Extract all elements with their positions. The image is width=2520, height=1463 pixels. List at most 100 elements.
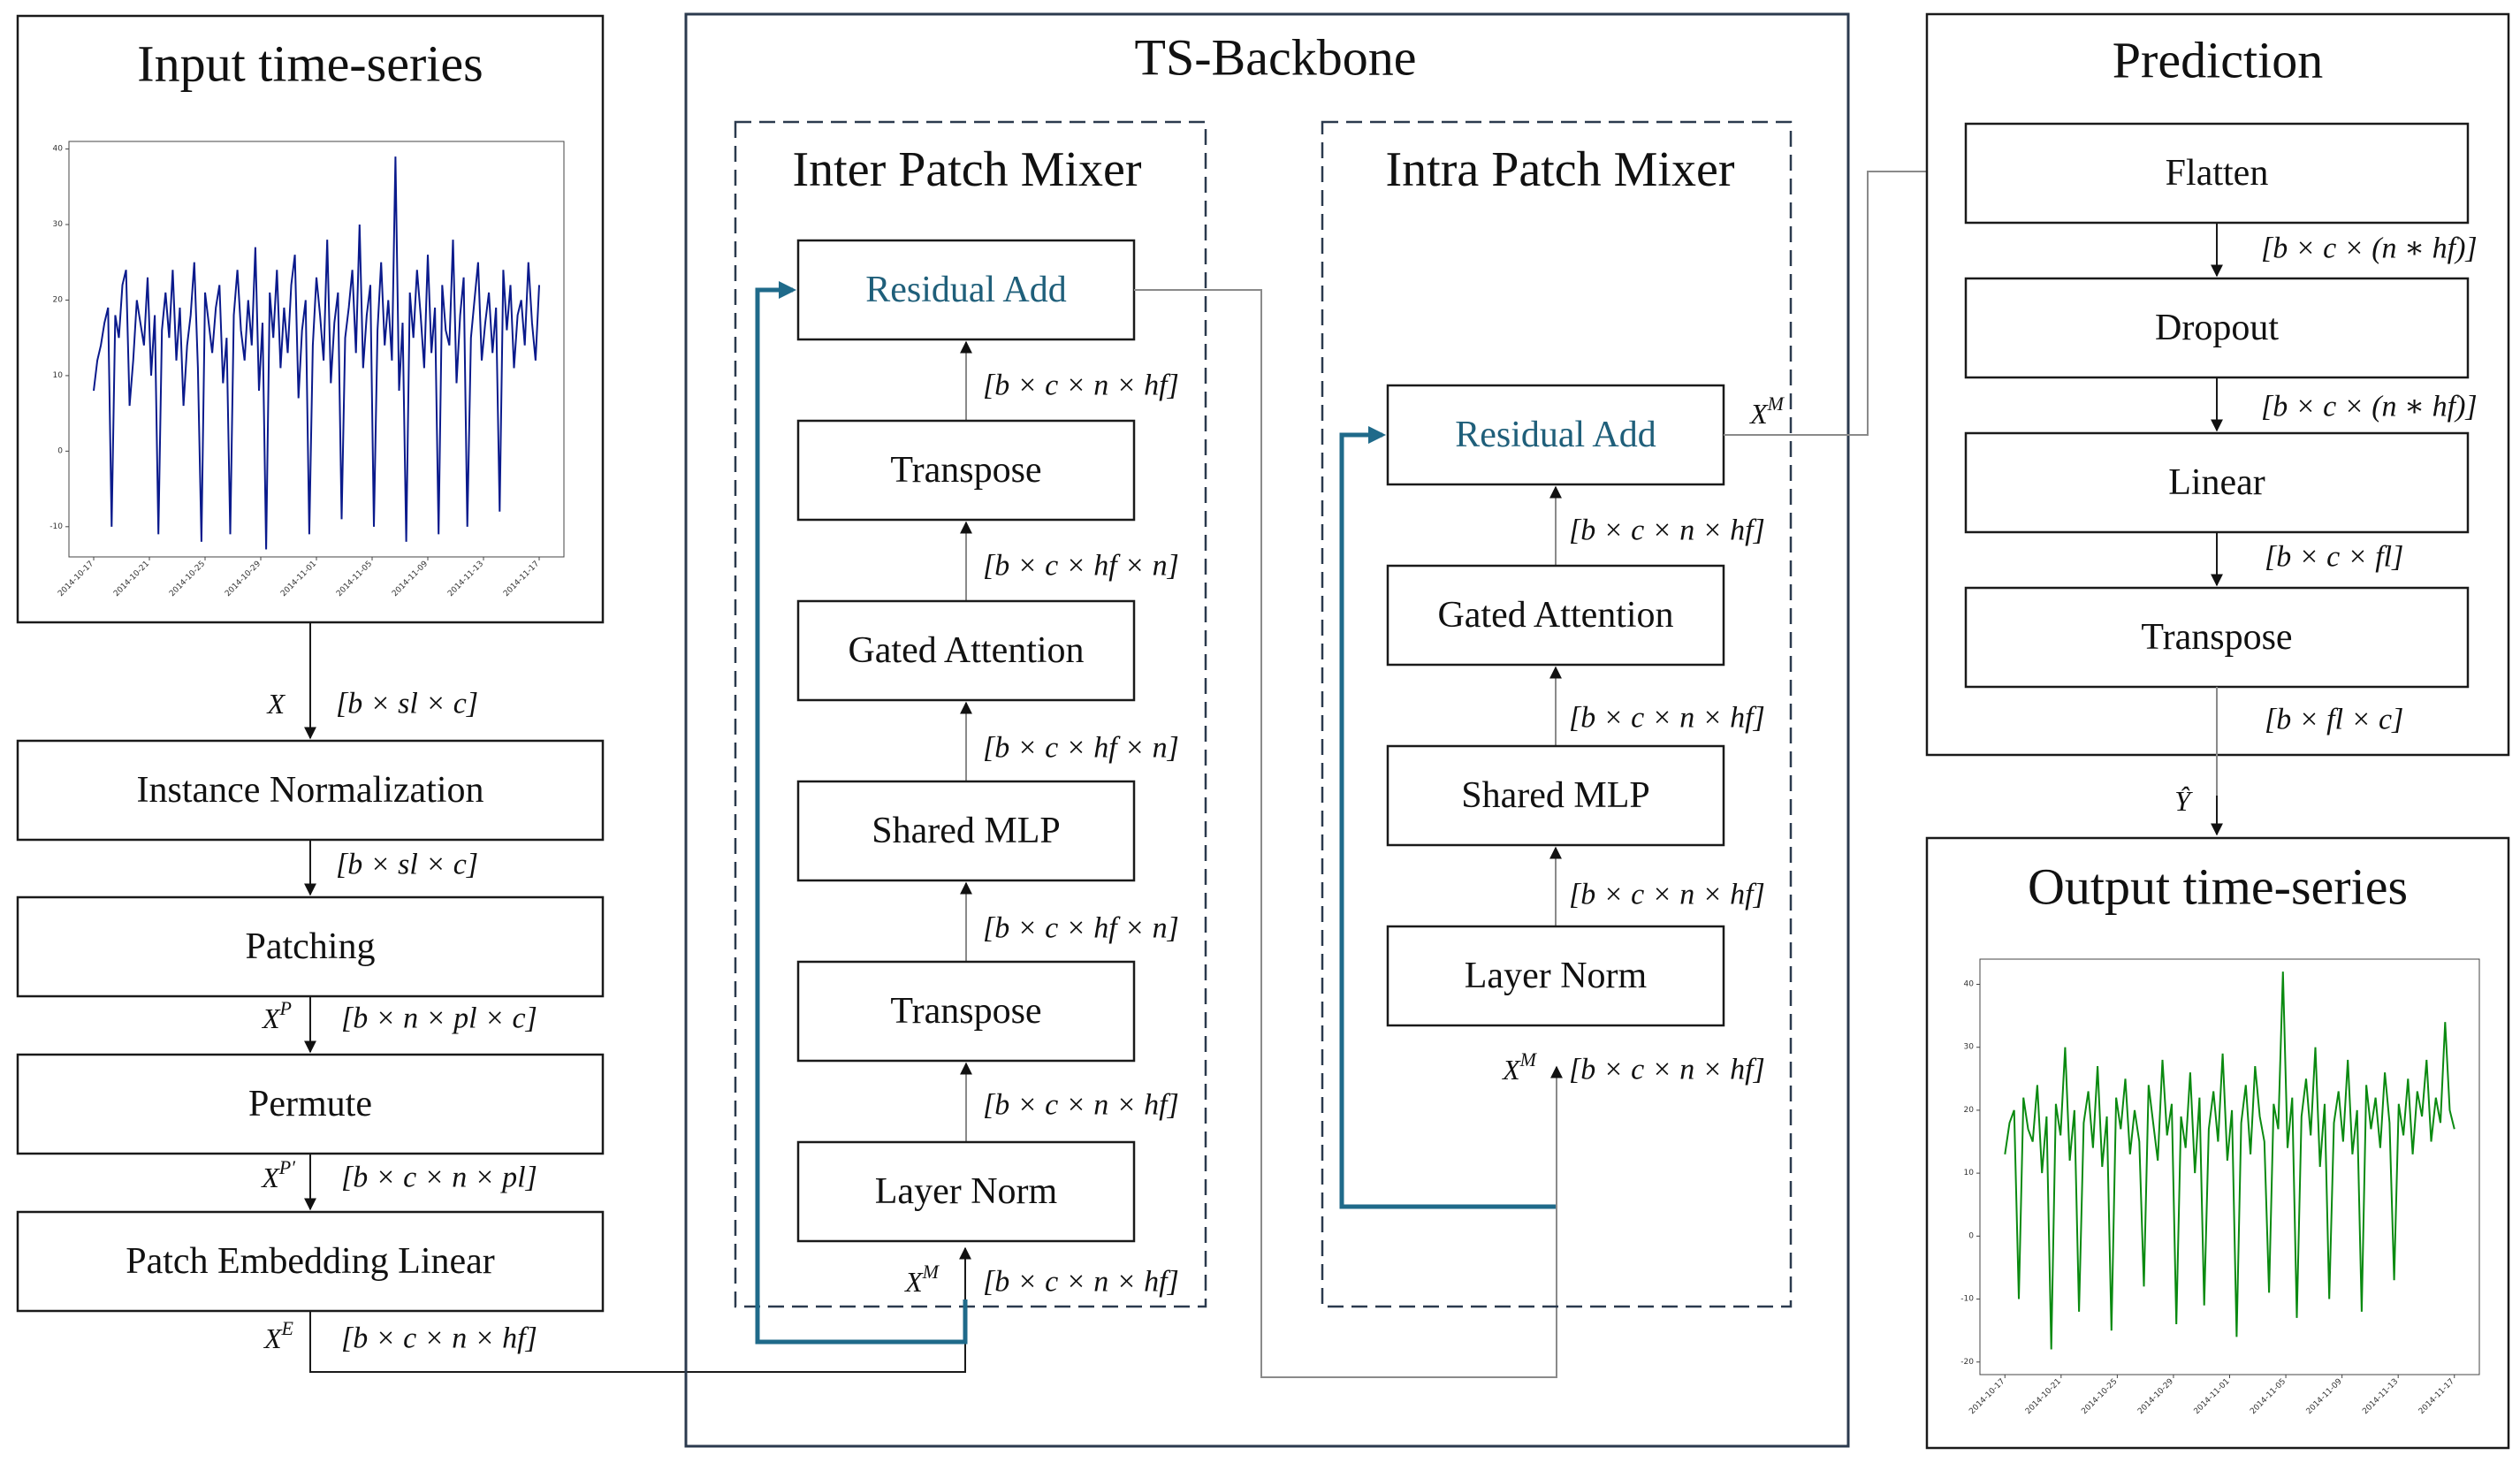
inter-transpose-bottom-label: Transpose bbox=[890, 991, 1041, 1032]
output-y-tick-label: 20 bbox=[1964, 1106, 1975, 1115]
dropout-label: Dropout bbox=[2155, 308, 2279, 348]
output-panel-title: Output time-series bbox=[2028, 858, 2408, 916]
intra-shared-mlp-block bbox=[1386, 744, 1725, 847]
input-panel-title: Input time-series bbox=[137, 35, 483, 93]
intra-patch-mixer: Intra Patch Mixer Residual Add [b × c × … bbox=[1321, 120, 1793, 1308]
symbol-xpprime: XP′ bbox=[260, 1156, 296, 1194]
intra-dim-2: [b × c × n × hf] bbox=[1569, 879, 1765, 911]
inter-dim-4: [b × c × n × hf] bbox=[983, 1089, 1179, 1122]
permute-block bbox=[16, 1053, 605, 1155]
input-y-tick-label: 0 bbox=[57, 446, 63, 455]
input-series-line bbox=[93, 156, 540, 550]
output-y-tick-label: 0 bbox=[1968, 1231, 1974, 1240]
intra-input-symbol: XM bbox=[1501, 1048, 1538, 1086]
output-y-tick-label: 10 bbox=[1964, 1169, 1975, 1177]
inter-dim-2: [b × c × hf × n] bbox=[983, 732, 1179, 765]
input-plot-area bbox=[68, 141, 565, 558]
dim-input: [b × sl × c] bbox=[336, 688, 478, 720]
backbone-frame bbox=[684, 12, 1850, 1448]
intra-shared-mlp-label: Shared MLP bbox=[1461, 775, 1650, 816]
patch-embedding-label: Patch Embedding Linear bbox=[126, 1241, 495, 1282]
intra-layer-norm-block bbox=[1386, 925, 1725, 1027]
intra-mixer-title: Intra Patch Mixer bbox=[1386, 142, 1735, 197]
output-series-line bbox=[2004, 972, 2455, 1350]
intra-output-symbol: XM bbox=[1748, 392, 1785, 431]
flatten-block bbox=[1964, 122, 2470, 225]
input-panel: Input time-series 403020100-102014-10-17… bbox=[16, 14, 605, 624]
inter-dim-0: [b × c × n × hf] bbox=[983, 370, 1179, 402]
input-y-tick-label: 40 bbox=[53, 145, 64, 154]
intra-gated-attention-block bbox=[1386, 564, 1725, 667]
inter-residual-skip bbox=[755, 281, 968, 1345]
left-chain: X [b × sl × c] Instance Normalization [b… bbox=[16, 622, 971, 1373]
inter-dim-1: [b × c × hf × n] bbox=[983, 550, 1179, 583]
dim-patching: [b × n × pl × c] bbox=[341, 1002, 537, 1035]
prediction-title: Prediction bbox=[2113, 32, 2323, 89]
symbol-xp: XP bbox=[261, 997, 292, 1035]
input-y-tick-label: -10 bbox=[49, 522, 63, 531]
patching-block bbox=[16, 895, 605, 998]
patch-embedding-block bbox=[16, 1210, 605, 1313]
inter-transpose-top-block bbox=[796, 419, 1136, 522]
input-y-tick-label: 30 bbox=[53, 220, 64, 229]
permute-label: Permute bbox=[248, 1084, 372, 1124]
dim-embedding: [b × c × n × hf] bbox=[341, 1322, 537, 1355]
prediction-dim-1: [b × c × (n ∗ hf)] bbox=[2261, 391, 2478, 423]
intra-residual-add-block bbox=[1386, 384, 1725, 486]
prediction-dim-0: [b × c × (n ∗ hf)] bbox=[2261, 232, 2478, 265]
prediction-transpose-label: Transpose bbox=[2141, 617, 2292, 658]
inter-layer-norm-label: Layer Norm bbox=[875, 1171, 1058, 1212]
inter-residual-add-block bbox=[796, 239, 1136, 341]
arrow-inter-to-intra bbox=[1134, 289, 1563, 1378]
arrow-intra-to-flatten bbox=[1724, 165, 1964, 436]
symbol-x: X bbox=[265, 688, 285, 720]
input-y-tick-label: 10 bbox=[53, 371, 64, 380]
prediction-transpose-block bbox=[1964, 586, 2470, 689]
inter-mixer-frame bbox=[734, 120, 1207, 1308]
intra-residual-add-label: Residual Add bbox=[1455, 415, 1656, 455]
output-plot-area bbox=[1979, 958, 2480, 1375]
input-y-tick-label: 20 bbox=[53, 295, 64, 304]
output-y-tick-label: 30 bbox=[1964, 1043, 1975, 1052]
inter-input-symbol: XM bbox=[903, 1261, 940, 1299]
inter-shared-mlp-label: Shared MLP bbox=[872, 811, 1061, 851]
dim-permute: [b × c × n × pl] bbox=[341, 1162, 537, 1194]
patching-label: Patching bbox=[246, 926, 376, 967]
inter-dim-3: [b × c × hf × n] bbox=[983, 912, 1179, 945]
backbone-title: TS-Backbone bbox=[1135, 29, 1417, 87]
intra-dim-3: [b × c × n × hf] bbox=[1569, 1054, 1765, 1086]
flatten-label: Flatten bbox=[2166, 153, 2269, 194]
inter-residual-add-label: Residual Add bbox=[865, 270, 1067, 310]
intra-dim-0: [b × c × n × hf] bbox=[1569, 514, 1765, 547]
intra-residual-skip bbox=[1339, 426, 1556, 1209]
intra-gated-attention-label: Gated Attention bbox=[1437, 595, 1673, 636]
prediction-panel: Prediction Flatten [b × c × (n ∗ hf)] Dr… bbox=[1925, 12, 2510, 757]
output-y-tick-label: 40 bbox=[1964, 979, 1975, 988]
inter-transpose-bottom-block bbox=[796, 960, 1136, 1063]
dim-norm: [b × sl × c] bbox=[336, 849, 478, 881]
inter-dim-5: [b × c × n × hf] bbox=[983, 1266, 1179, 1299]
intra-dim-1: [b × c × n × hf] bbox=[1569, 702, 1765, 735]
output-y-tick-label: -10 bbox=[1960, 1295, 1974, 1304]
linear-label: Linear bbox=[2168, 462, 2265, 503]
prediction-dim-3: [b × fl × c] bbox=[2265, 704, 2403, 736]
prediction-dim-2: [b × c × fl] bbox=[2265, 541, 2403, 574]
output-y-tick-label: -20 bbox=[1960, 1358, 1974, 1367]
inter-layer-norm-block bbox=[796, 1140, 1136, 1243]
intra-mixer-frame bbox=[1321, 120, 1793, 1308]
inter-gated-attention-label: Gated Attention bbox=[848, 630, 1084, 671]
instance-normalization-label: Instance Normalization bbox=[136, 770, 483, 811]
output-symbol: Ŷ bbox=[2174, 785, 2193, 817]
inter-transpose-top-label: Transpose bbox=[890, 450, 1041, 491]
inter-shared-mlp-block bbox=[796, 780, 1136, 882]
inter-patch-mixer: Inter Patch Mixer Residual Add [b × c × … bbox=[734, 120, 1207, 1345]
instance-normalization-block bbox=[16, 739, 605, 842]
inter-gated-attention-block bbox=[796, 599, 1136, 702]
intra-layer-norm-label: Layer Norm bbox=[1465, 956, 1648, 996]
output-panel: Output time-series 403020100-10-202014-1… bbox=[1925, 836, 2510, 1450]
inter-mixer-title: Inter Patch Mixer bbox=[793, 142, 1142, 197]
symbol-xe: XE bbox=[263, 1317, 294, 1355]
